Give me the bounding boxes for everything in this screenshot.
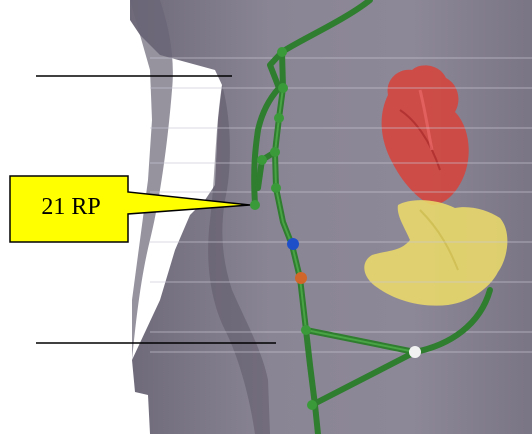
meridian-point	[270, 147, 280, 157]
meridian-point	[278, 83, 288, 93]
meridian-point	[271, 183, 281, 193]
meridian-point-21-rp	[250, 200, 260, 210]
meridian-point	[274, 113, 284, 123]
white-point	[409, 346, 421, 358]
meridian-point	[307, 400, 317, 410]
meridian-point	[301, 325, 311, 335]
meridian-point	[257, 155, 267, 165]
meridian-point	[277, 47, 287, 57]
blue-point	[287, 238, 299, 250]
orange-point	[295, 272, 307, 284]
